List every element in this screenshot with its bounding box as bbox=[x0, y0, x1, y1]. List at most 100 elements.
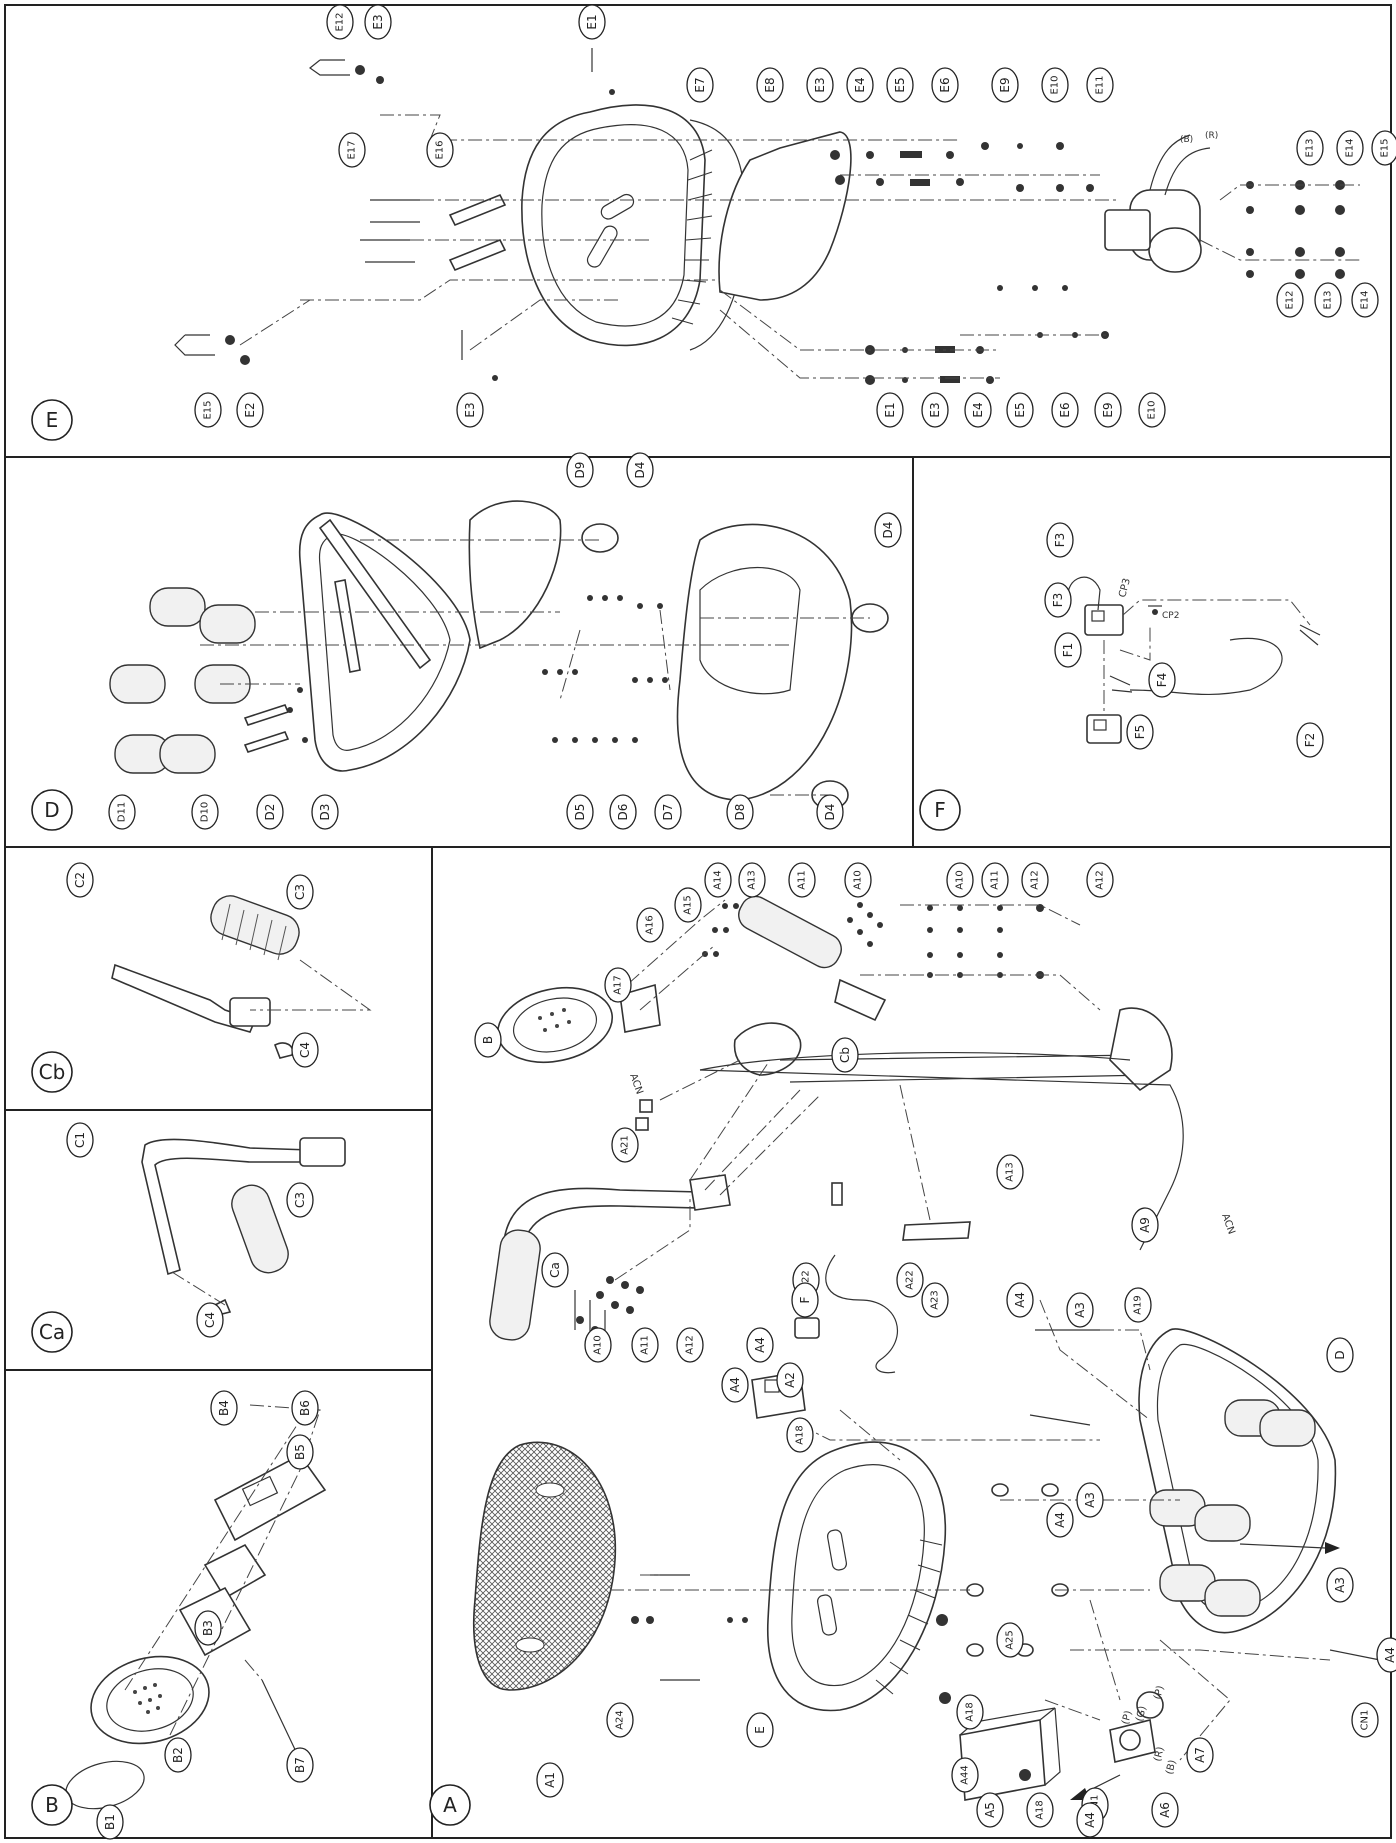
callout-cn1: CN1 bbox=[1351, 1702, 1379, 1738]
callout-text: E3 bbox=[928, 402, 942, 417]
callout-text: A11 bbox=[797, 870, 808, 890]
grip-c3-ca bbox=[231, 1184, 289, 1274]
callout-text: A18 bbox=[1035, 1800, 1046, 1820]
callout-e3: E3 bbox=[456, 392, 484, 428]
callout-f5: F5 bbox=[1126, 714, 1154, 750]
callout-text: A23 bbox=[930, 1290, 941, 1310]
callout-text: D8 bbox=[733, 804, 747, 821]
callout-text: C2 bbox=[73, 872, 87, 888]
callout-text: F2 bbox=[1303, 733, 1317, 748]
callout-d7: D7 bbox=[654, 794, 682, 830]
callout-text: A19 bbox=[1133, 1295, 1144, 1315]
callout-text: B3 bbox=[201, 1620, 215, 1636]
switch-f5 bbox=[1086, 714, 1122, 744]
frame-d-ref bbox=[1138, 1328, 1337, 1634]
relay-f-ref bbox=[794, 1317, 820, 1339]
section-letter-text: F bbox=[934, 798, 946, 822]
section-a: ACN ACN (P) (G) (P) (B) (R) bbox=[472, 895, 1381, 1801]
callout-text: E6 bbox=[938, 77, 952, 92]
plate-a17 bbox=[619, 983, 661, 1033]
callout-text: D7 bbox=[661, 804, 675, 821]
callout-a1: A1 bbox=[536, 1762, 564, 1798]
cap-c4 bbox=[273, 1042, 294, 1059]
callout-e4: E4 bbox=[964, 392, 992, 428]
callout-text: D4 bbox=[823, 804, 837, 821]
callout-text: E15 bbox=[1380, 138, 1391, 157]
callout-a10: A10 bbox=[844, 862, 872, 898]
callout-e7: E7 bbox=[686, 67, 714, 103]
callout-text: A22 bbox=[801, 1270, 812, 1290]
callout-a12: A12 bbox=[676, 1327, 704, 1363]
callout-text: A3 bbox=[1083, 1492, 1097, 1508]
callout-text: B4 bbox=[217, 1400, 231, 1416]
callout-e12: E12 bbox=[326, 4, 354, 40]
callout-d: D bbox=[1326, 1337, 1354, 1373]
wire-label-p: (P) bbox=[1120, 1709, 1134, 1725]
callout-text: A6 bbox=[1158, 1802, 1172, 1818]
grip-c3 bbox=[210, 895, 300, 961]
callout-e: E bbox=[746, 1712, 774, 1748]
section-letter-e: E bbox=[31, 399, 73, 441]
callout-text: A10 bbox=[593, 1335, 604, 1355]
callout-d4: D4 bbox=[816, 794, 844, 830]
callout-e13: E13 bbox=[1296, 130, 1324, 166]
callout-d2: D2 bbox=[256, 794, 284, 830]
callout-text: A24 bbox=[615, 1710, 626, 1730]
wire-label-b: (B) bbox=[1164, 1759, 1178, 1776]
callout-b3: B3 bbox=[194, 1610, 222, 1646]
callout-c2: C2 bbox=[66, 862, 94, 898]
callout-a16: A16 bbox=[636, 907, 664, 943]
section-b bbox=[65, 1404, 327, 1810]
frame-d3 bbox=[298, 512, 471, 772]
wire-label-cp2: CP2 bbox=[1162, 611, 1179, 621]
callout-e1: E1 bbox=[876, 392, 904, 428]
callout-text: A3 bbox=[1333, 1577, 1347, 1593]
callout-text: A10 bbox=[853, 870, 864, 890]
callout-a18: A18 bbox=[786, 1417, 814, 1453]
callout-text: A13 bbox=[1005, 1162, 1016, 1182]
callout-d10: D10 bbox=[191, 794, 219, 830]
section-letter-ca: Ca bbox=[31, 1311, 73, 1353]
centerlines-f bbox=[1103, 599, 1311, 712]
section-letter-f: F bbox=[919, 789, 961, 831]
callout-a2: A2 bbox=[776, 1362, 804, 1398]
callout-e11: E11 bbox=[1086, 67, 1114, 103]
callout-a25: A25 bbox=[996, 1622, 1024, 1658]
callout-a19: A19 bbox=[1124, 1287, 1152, 1323]
bracket-e16b bbox=[448, 238, 507, 272]
callout-a4: A4 bbox=[1006, 1282, 1034, 1318]
section-letter-text: Ca bbox=[39, 1320, 65, 1344]
callout-text: E9 bbox=[1101, 402, 1115, 417]
tube-c1 bbox=[141, 1138, 313, 1276]
callout-text: A2 bbox=[783, 1372, 797, 1388]
section-letter-text: Cb bbox=[39, 1060, 66, 1084]
callout-e16: E16 bbox=[426, 132, 454, 168]
callout-text: E5 bbox=[1013, 402, 1027, 417]
callout-text: A4 bbox=[1013, 1292, 1027, 1308]
callout-text: Cb bbox=[838, 1047, 852, 1063]
housing-e-ref bbox=[767, 1441, 947, 1712]
callout-a24: A24 bbox=[606, 1702, 634, 1738]
callout-text: D2 bbox=[263, 804, 277, 821]
callout-e6: E6 bbox=[931, 67, 959, 103]
callout-text: A13 bbox=[747, 870, 758, 890]
callout-text: D5 bbox=[573, 804, 587, 821]
callout-a13: A13 bbox=[996, 1154, 1024, 1190]
callout-b6: B6 bbox=[291, 1390, 319, 1426]
callout-f3: F3 bbox=[1046, 522, 1074, 558]
callout-text: E5 bbox=[893, 77, 907, 92]
callout-a22: A22 bbox=[896, 1262, 924, 1298]
section-f: CP3 CP2 bbox=[1067, 576, 1321, 744]
callout-e9: E9 bbox=[991, 67, 1019, 103]
callout-e9: E9 bbox=[1094, 392, 1122, 428]
callout-b7: B7 bbox=[286, 1747, 314, 1783]
callout-text: E7 bbox=[693, 77, 707, 92]
section-letter-b: B bbox=[31, 1784, 73, 1826]
bracket-e16 bbox=[448, 193, 507, 227]
callout-text: D9 bbox=[573, 462, 587, 479]
switch-a6 bbox=[1109, 1691, 1164, 1763]
callout-e10: E10 bbox=[1041, 67, 1069, 103]
